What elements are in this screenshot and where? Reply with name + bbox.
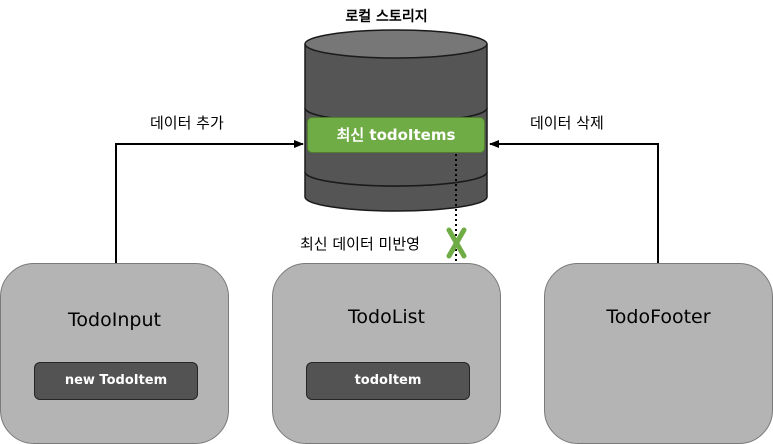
cross-mark-icon	[446, 227, 467, 259]
delete-data-arrow	[489, 140, 659, 264]
todo-input-component: TodoInput new TodoItem	[0, 263, 229, 444]
new-todoitem-pill: new TodoItem	[34, 362, 198, 400]
todo-list-title: TodoList	[348, 306, 425, 328]
add-data-label: 데이터 추가	[150, 114, 224, 132]
todo-footer-component: TodoFooter	[544, 263, 773, 444]
delete-data-label: 데이터 삭제	[530, 114, 604, 132]
add-data-arrow	[115, 140, 304, 264]
todoitem-pill: todoItem	[306, 362, 470, 400]
not-reflected-label: 최신 데이터 미반영	[300, 235, 420, 253]
latest-todoitems-pill: 최신 todoItems	[307, 117, 485, 153]
diagram-title: 로컬 스토리지	[345, 9, 428, 25]
todo-list-component: TodoList todoItem	[272, 263, 501, 444]
todo-input-title: TodoInput	[68, 309, 161, 331]
todo-footer-title: TodoFooter	[606, 306, 711, 328]
